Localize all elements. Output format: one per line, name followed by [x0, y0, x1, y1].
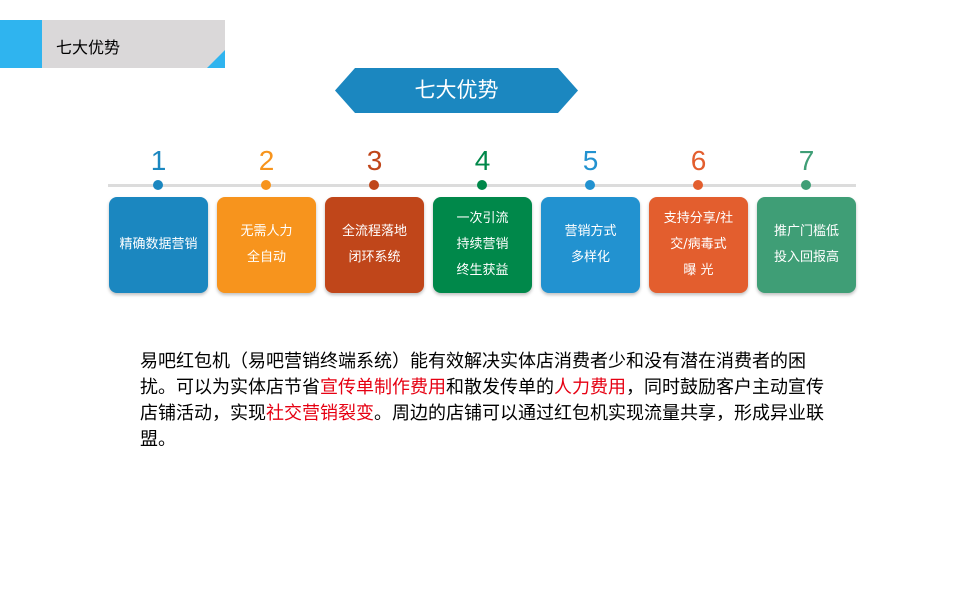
text: 和散发传单的 [446, 377, 554, 398]
highlight-text: 社交营销裂变 [266, 403, 374, 424]
step-number: 7 [798, 145, 815, 176]
advantage-text: 全自动 [246, 250, 286, 265]
highlight-text: 宣传单制作费用 [320, 377, 446, 398]
step-number: 5 [582, 145, 599, 176]
advantage-text: 持续营销 [456, 237, 509, 252]
advantage-text: 推广门槛低 [773, 224, 839, 239]
step-number: 4 [474, 145, 491, 176]
advantage-text: 终生获益 [456, 263, 509, 278]
text: ，同时鼓励客户主动宣传店铺活动，实现 [140, 377, 824, 424]
header-bar: 七大优势 [42, 20, 225, 68]
step-dot [153, 180, 163, 190]
section-ribbon: 七大优势 [335, 68, 578, 113]
step-dot [261, 180, 271, 190]
header-accent-block [0, 20, 42, 68]
description-paragraph: 易吧红包机（易吧营销终端系统）能有效解决实体店消费者少和没有潜在消费者的困扰。可… [140, 349, 840, 453]
text: 易吧红包机（易吧营销终端系统）能有效解决实体店消费者少和没有潜在消费者的困扰。可… [140, 351, 806, 398]
advantage-text: 全流程落地 [341, 224, 407, 239]
ribbon-title: 七大优势 [414, 78, 499, 102]
step-number: 6 [690, 145, 707, 176]
advantage-text: 营销方式 [564, 224, 617, 239]
advantage-text: 一次引流 [456, 211, 509, 226]
advantage-card: 无需人力全自动 [217, 197, 316, 293]
header-corner-triangle [207, 50, 225, 68]
advantage-card: 精确数据营销 [109, 197, 208, 293]
advantage-card: 支持分享/社交/病毒式曝 光 [649, 197, 748, 293]
step-dot [801, 180, 811, 190]
advantage-card: 营销方式多样化 [541, 197, 640, 293]
text: 。周边的店铺可以通过红包机实现流量共享，形成异业联盟。 [140, 403, 824, 450]
advantage-text: 无需人力 [240, 224, 293, 239]
advantage-text: 投入回报高 [773, 250, 839, 265]
advantage-text: 交/病毒式 [670, 237, 727, 252]
step-dot [369, 180, 379, 190]
step-number: 2 [258, 145, 275, 176]
step-dot [585, 180, 595, 190]
advantage-text: 支持分享/社 [663, 211, 734, 226]
advantage-card: 推广门槛低投入回报高 [757, 197, 856, 293]
step-number: 3 [366, 145, 383, 176]
advantage-card: 全流程落地闭环系统 [325, 197, 424, 293]
advantage-text: 多样化 [570, 250, 610, 265]
highlight-text: 人力费用 [554, 377, 626, 398]
step-dot [477, 180, 487, 190]
advantage-card: 一次引流持续营销终生获益 [433, 197, 532, 293]
step-dot [693, 180, 703, 190]
advantage-text: 闭环系统 [348, 250, 401, 265]
header-title: 七大优势 [56, 38, 121, 57]
advantage-text: 精确数据营销 [119, 237, 198, 252]
step-number: 1 [150, 145, 167, 176]
advantage-text: 曝 光 [683, 263, 714, 278]
